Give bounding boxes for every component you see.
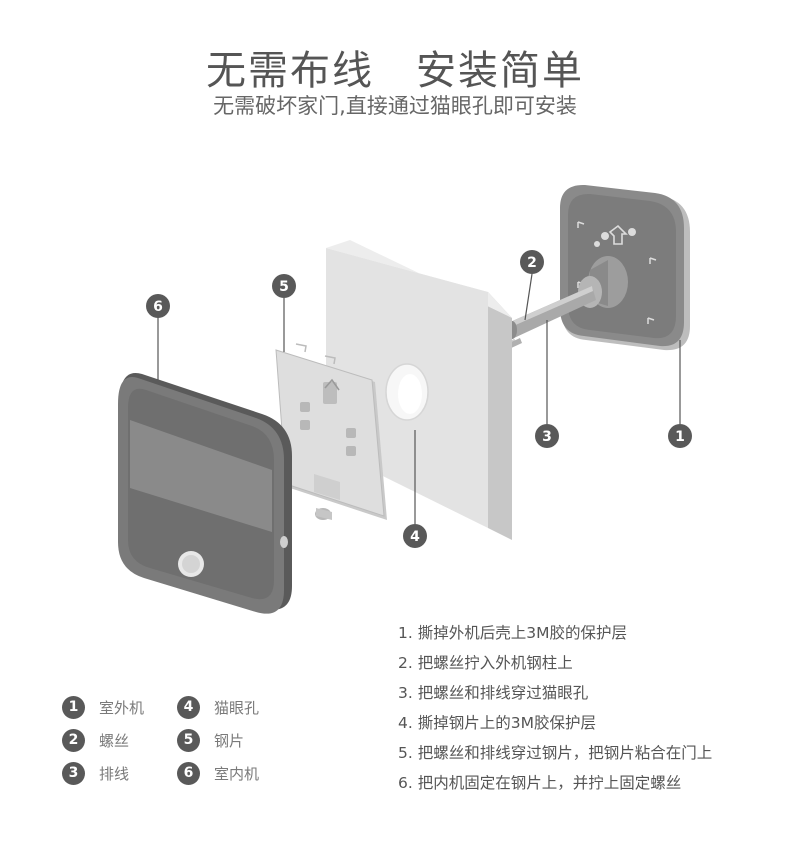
step-item: 3. 把螺丝和排线穿过猫眼孔 xyxy=(398,684,589,702)
callout-5-label: 5 xyxy=(279,279,289,295)
step-item: 2. 把螺丝拧入外机钢柱上 xyxy=(398,654,573,672)
legend-item-screw: 2 螺丝 xyxy=(62,727,129,753)
callout-2: 2 xyxy=(520,250,544,274)
legend-label: 钢片 xyxy=(214,731,245,750)
steel-plate xyxy=(275,343,387,520)
legend-label: 室外机 xyxy=(99,698,145,717)
step-item: 1. 撕掉外机后壳上3M胶的保护层 xyxy=(398,624,627,642)
callout-6: 6 xyxy=(146,294,170,318)
legend-number: 6 xyxy=(177,761,200,785)
step-item: 5. 把螺丝和排线穿过钢片，把钢片粘合在门上 xyxy=(398,744,713,762)
page-subtitle: 无需破坏家门,直接通过猫眼孔即可安装 xyxy=(213,94,577,118)
legend-item-peephole: 4 猫眼孔 xyxy=(177,694,259,720)
callout-3-label: 3 xyxy=(542,429,552,445)
installation-steps: 1. 撕掉外机后壳上3M胶的保护层 2. 把螺丝拧入外机钢柱上 3. 把螺丝和排… xyxy=(398,618,778,798)
legend-label: 猫眼孔 xyxy=(214,698,260,717)
callout-2-label: 2 xyxy=(527,255,537,271)
leader-lines xyxy=(157,273,681,524)
legend-number: 1 xyxy=(62,695,85,719)
callout-4-label: 4 xyxy=(410,529,420,545)
legend-number: 5 xyxy=(177,728,200,752)
legend-number: 3 xyxy=(62,761,85,785)
step-item: 6. 把内机固定在钢片上，并拧上固定螺丝 xyxy=(398,774,682,792)
legend-item-cable: 3 排线 xyxy=(62,760,129,786)
legend-label: 室内机 xyxy=(214,764,260,783)
legend-item-steel-plate: 5 钢片 xyxy=(177,727,244,753)
legend-number: 2 xyxy=(62,728,85,752)
callout-3: 3 xyxy=(535,424,559,448)
page-title: 无需布线 安装简单 xyxy=(206,48,584,94)
legend-label: 排线 xyxy=(99,764,130,783)
callout-1-label: 1 xyxy=(675,429,685,445)
callout-6-label: 6 xyxy=(153,299,163,315)
legend-item-outdoor-unit: 1 室外机 xyxy=(62,694,144,720)
legend-number: 4 xyxy=(177,695,200,719)
indoor-unit xyxy=(118,373,292,614)
callout-4: 4 xyxy=(403,524,427,548)
legend-item-indoor-unit: 6 室内机 xyxy=(177,760,259,786)
step-item: 4. 撕掉钢片上的3M胶保护层 xyxy=(398,714,596,732)
outdoor-unit xyxy=(560,184,690,351)
callout-1: 1 xyxy=(668,424,692,448)
callout-5: 5 xyxy=(272,274,296,298)
legend-label: 螺丝 xyxy=(99,731,130,750)
